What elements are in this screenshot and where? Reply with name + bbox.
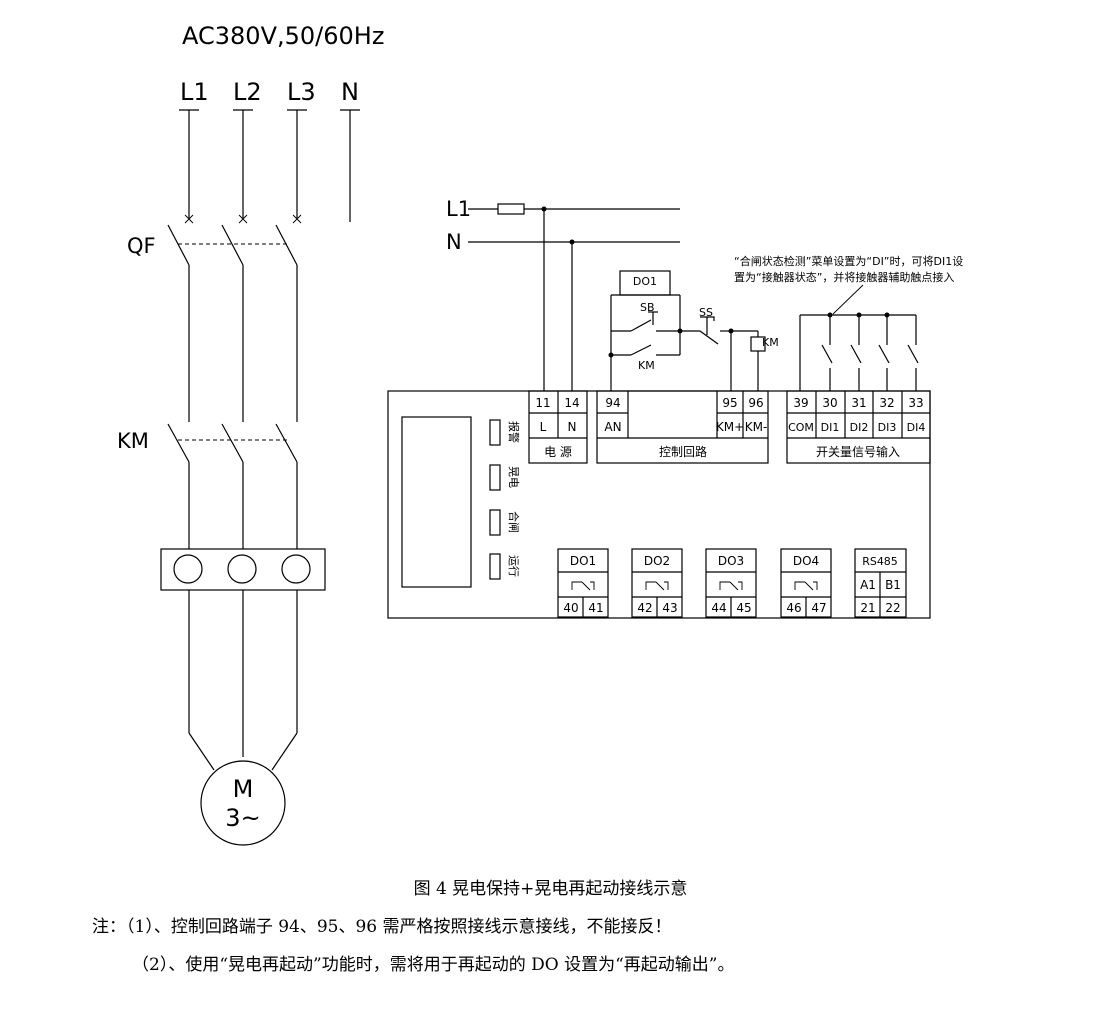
figure-caption: 图 4 晃电保持+晃电再起动接线示意 [413,879,688,899]
rs485-pin21: 21 [860,601,875,615]
terminal-95-num: 95 [722,396,737,410]
indicator-alarm-label: 报警 [507,421,521,443]
output-do1-label: DO1 [570,554,596,568]
terminal-11-num: 11 [535,396,550,410]
output-do4-block [780,548,832,618]
indicator-alarm-led [489,419,501,446]
terminal-31-num: 31 [851,396,866,410]
terminal-kmminus-name: KM- [745,420,768,434]
motor-label: M [233,775,254,803]
output-do2-pin1: 42 [637,601,652,615]
rs485-a1-label: A1 [860,578,876,592]
display-window [401,416,472,588]
terminal-96-num: 96 [748,396,763,410]
terminal-l-name: L [540,420,547,434]
phase-l3-label: L3 [287,78,316,106]
terminal-kmplus-name: KM+ [716,420,744,434]
sb-label: SB [640,301,655,314]
terminal-32-num: 32 [879,396,894,410]
terminal-39-num: 39 [793,396,808,410]
terminal-di1-name: DI1 [821,421,840,434]
terminal-n-name: N [568,420,577,434]
motor-phase-label: 3~ [225,804,260,832]
breaker-label: QF [127,234,156,258]
terminal-14-num: 14 [564,396,579,410]
rs485-block [854,548,907,618]
do1-contact-label: DO1 [633,275,657,288]
control-n-label: N [446,230,462,254]
supply-label: AC380V,50/60Hz [182,22,384,50]
note-1: 注：（1）、控制回路端子 94、95、96 需严格按照接线示意接线，不能接反！ [92,917,672,937]
phase-n-label: N [341,78,359,106]
note-top-line1: “合闸状态检测”菜单设置为“DI”时，可将DI1设 [734,254,963,268]
output-do3-label: DO3 [718,554,744,568]
control-l1-label: L1 [446,197,471,221]
fuse-icon [497,203,525,215]
indicator-run-led [489,553,501,580]
output-do3-pin2: 45 [736,601,751,615]
ss-label: SS [699,306,713,319]
terminal-di3-name: DI3 [878,421,897,434]
power-group-label: 电 源 [544,445,572,459]
control-group-label: 控制回路 [659,444,707,459]
rs485-label: RS485 [862,555,898,568]
km-aux-label: KM [638,359,655,372]
output-do3-pin1: 44 [711,601,726,615]
main-power-circuit [160,109,360,846]
di-group-label: 开关量信号输入 [816,444,900,459]
terminal-94-num: 94 [605,396,620,410]
output-do1-pin2: 41 [588,601,603,615]
terminal-33-num: 33 [908,396,923,410]
km-coil-label: KM [762,336,779,349]
device-body [387,390,931,619]
indicator-sag-label: 晃电 [507,466,520,488]
terminal-com-name: COM [788,421,814,434]
output-do1-pin1: 40 [563,601,578,615]
indicator-run-label: 运行 [507,555,520,577]
output-do2-label: DO2 [644,554,670,568]
output-do4-pin2: 47 [811,601,826,615]
indicator-closed-label: 合闸 [507,511,521,533]
rs485-pin22: 22 [885,601,900,615]
output-do4-label: DO4 [793,554,819,568]
terminal-30-num: 30 [822,396,837,410]
note-2: （2）、使用“晃电再起动”功能时，需将用于再起动的 DO 设置为“再起动输出”。 [132,955,735,975]
contactor-label: KM [117,429,149,453]
output-do2-block [631,548,683,618]
output-do2-pin2: 43 [662,601,677,615]
phase-l2-label: L2 [233,78,262,106]
control-wiring [468,203,919,391]
indicator-closed-led [489,509,501,536]
terminal-an-name: AN [604,420,621,434]
terminal-di4-name: DI4 [907,421,926,434]
output-do1-block [557,548,609,618]
indicator-sag-led [489,464,501,491]
rs485-b1-label: B1 [885,578,901,592]
output-do4-pin1: 46 [786,601,801,615]
terminal-di2-name: DI2 [850,421,869,434]
note-top-line2: 置为“接触器状态”，并将接触器辅助触点接入 [734,270,954,284]
phase-l1-label: L1 [180,78,209,106]
output-do3-block [705,548,757,618]
